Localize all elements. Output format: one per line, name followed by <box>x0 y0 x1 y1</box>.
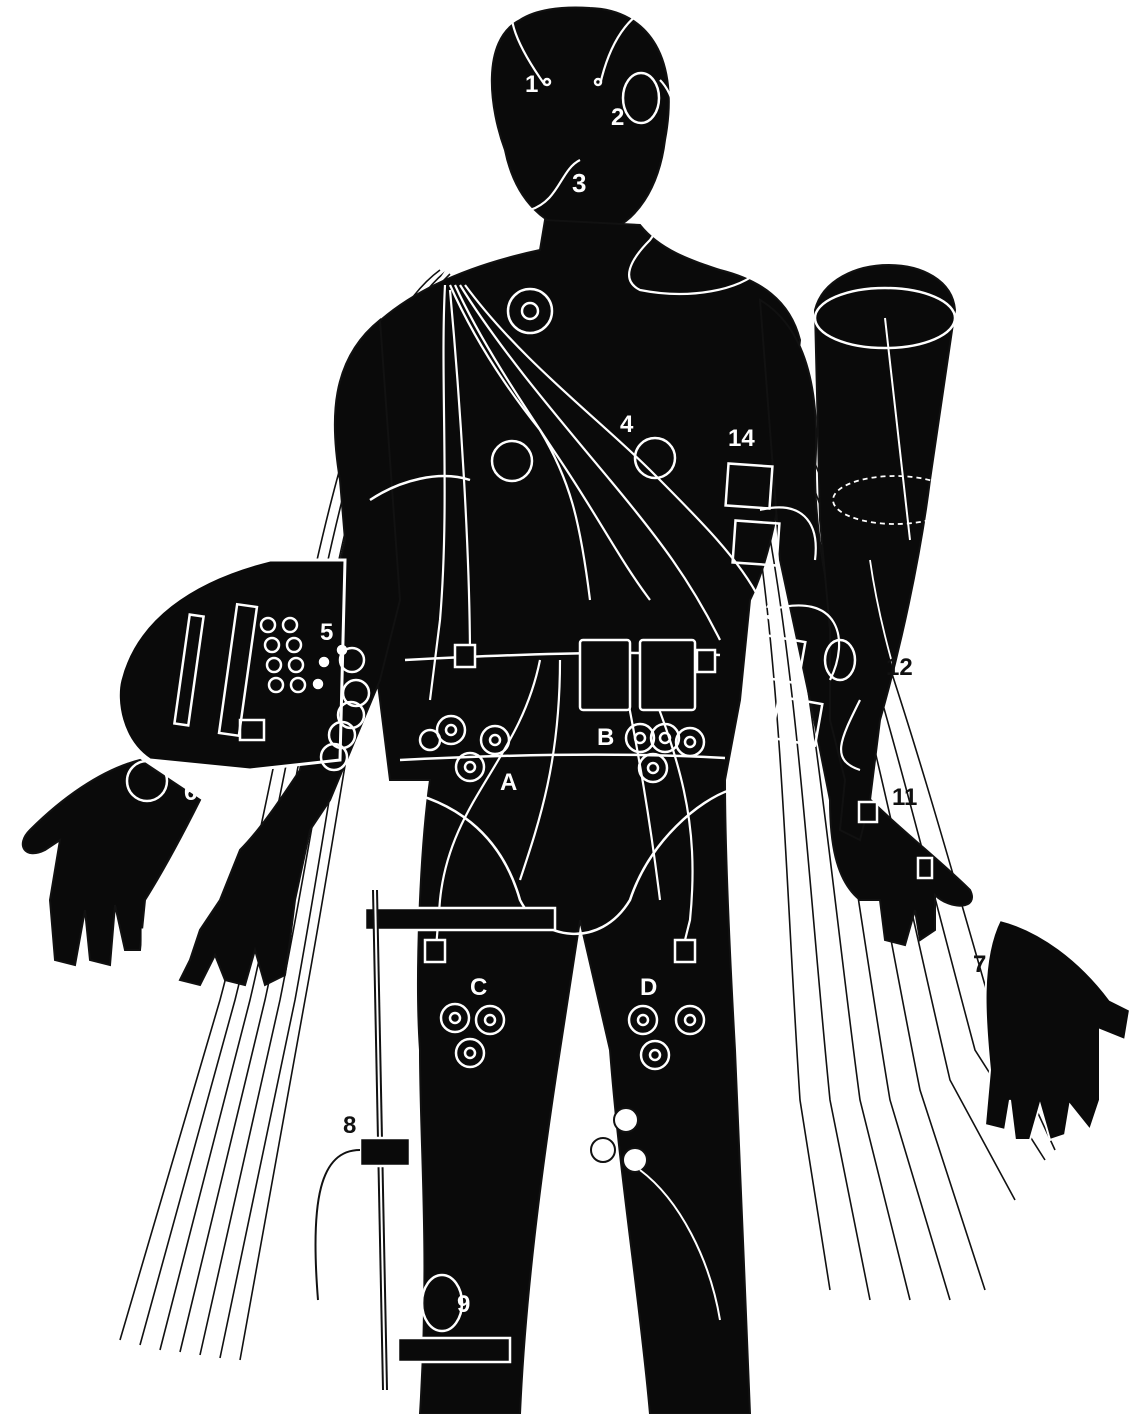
prosthetic-arm-icon <box>815 265 1130 1140</box>
label-4: 4 <box>620 411 634 438</box>
label-F: F <box>140 924 155 951</box>
label-11: 11 <box>892 784 917 811</box>
label-C: C <box>470 974 487 1001</box>
label-10: 10 <box>578 1089 605 1116</box>
label-7: 7 <box>973 951 986 978</box>
label-B: B <box>597 724 614 751</box>
label-9: 9 <box>457 1291 470 1318</box>
arm-instrument-pack <box>118 560 345 770</box>
label-2: 2 <box>611 104 624 131</box>
label-12: 12 <box>886 654 913 681</box>
label-A: A <box>500 769 517 796</box>
label-6: 6 <box>184 779 197 806</box>
label-1: 1 <box>525 71 538 98</box>
label-14: 14 <box>728 425 755 452</box>
label-8: 8 <box>343 1112 356 1139</box>
label-E: E <box>360 757 376 784</box>
label-13: 13 <box>752 599 779 626</box>
label-3: 3 <box>572 168 586 198</box>
label-5: 5 <box>320 619 333 646</box>
label-D: D <box>640 974 657 1001</box>
